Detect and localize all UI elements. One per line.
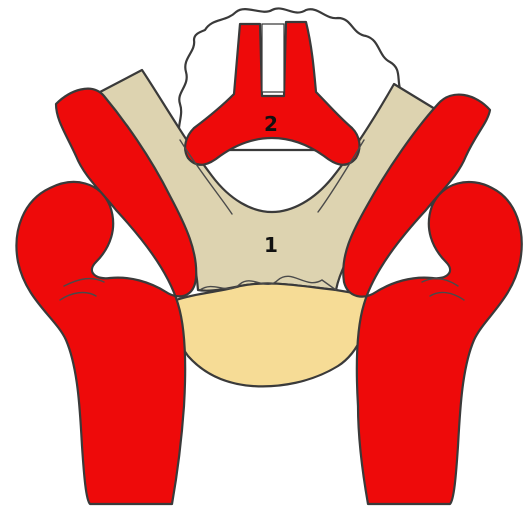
lower-pad (174, 283, 372, 386)
label-1: 1 (264, 233, 278, 257)
top-vessel-lumen (262, 24, 284, 92)
label-2: 2 (264, 112, 278, 136)
